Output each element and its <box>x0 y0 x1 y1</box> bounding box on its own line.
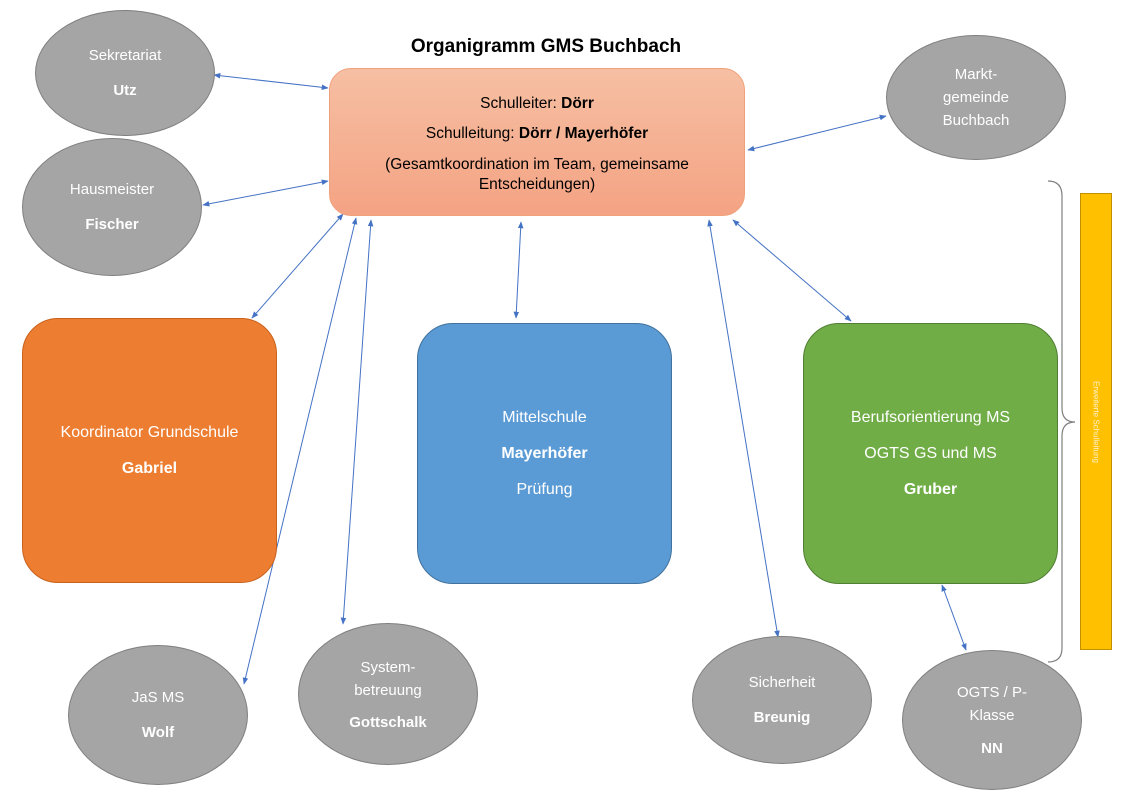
arrow-sekretariat-leader <box>213 72 329 91</box>
mittelschule-name: Mayerhöfer <box>501 444 588 462</box>
jas-role: JaS MS <box>131 688 185 706</box>
schulleiter-line: Schulleiter: Dörr <box>480 94 594 114</box>
sicherheit-name: Breunig <box>753 708 811 726</box>
berufsorientierung-line2: OGTS GS und MS <box>864 444 997 462</box>
ogts-klasse-name: NN <box>981 740 1003 757</box>
schulleitung-box: Schulleiter: Dörr Schulleitung: Dörr / M… <box>329 68 745 216</box>
systembetreuung-line2: betreuung <box>354 681 422 699</box>
marktgemeinde-node: Markt- gemeinde Buchbach <box>886 35 1066 160</box>
berufsorientierung-name: Gruber <box>903 480 958 498</box>
schulleiter-name: Dörr <box>561 95 594 112</box>
leadership-note-line1: (Gesamtkoordination im Team, gemeinsame <box>385 156 689 173</box>
schulleiter-label: Schulleiter: <box>480 95 562 112</box>
grundschule-box: Koordinator Grundschule Gabriel <box>22 318 277 583</box>
hausmeister-name: Fischer <box>85 215 139 233</box>
schulleitung-name: Dörr / Mayerhöfer <box>518 125 649 142</box>
leadership-note-line2: Entscheidungen) <box>478 176 596 193</box>
sicherheit-role: Sicherheit <box>748 673 816 691</box>
arrow-marktgemeinde-leader <box>747 114 887 152</box>
arrow-grundschule-leader <box>251 213 344 319</box>
systembetreuung-line1: System- <box>360 658 416 676</box>
marktgemeinde-line1: Markt- <box>954 66 998 83</box>
extended-leadership-bar: Erweiterte Schulleitung <box>1080 193 1112 650</box>
berufsorientierung-box: Berufsorientierung MS OGTS GS und MS Gru… <box>803 323 1058 584</box>
marktgemeinde-line3: Buchbach <box>942 112 1010 129</box>
systembetreuung-node: System- betreuung Gottschalk <box>298 623 478 765</box>
arrow-systembetreuung-leader <box>340 219 374 625</box>
ogts-klasse-line1: OGTS / P- <box>956 684 1027 701</box>
mittelschule-box: Mittelschule Mayerhöfer Prüfung <box>417 323 672 584</box>
arrow-berufsorientierung-leader <box>732 219 852 322</box>
grundschule-name: Gabriel <box>121 459 178 477</box>
systembetreuung-name: Gottschalk <box>349 713 427 731</box>
marktgemeinde-line2: gemeinde <box>943 89 1009 106</box>
extended-leadership-brace <box>1047 180 1076 663</box>
hausmeister-node: Hausmeister Fischer <box>22 138 202 276</box>
sekretariat-role: Sekretariat <box>88 46 162 64</box>
ogts-klasse-node: OGTS / P- Klasse NN <box>902 650 1082 790</box>
jas-node: JaS MS Wolf <box>68 645 248 785</box>
extended-leadership-label: Erweiterte Schulleitung <box>1091 380 1101 463</box>
arrow-mittelschule-leader <box>513 221 524 319</box>
jas-name: Wolf <box>141 723 175 741</box>
schulleitung-label: Schulleitung: <box>425 125 519 142</box>
arrow-hausmeister-leader <box>202 179 329 207</box>
arrow-ogts-berufsorientierung <box>941 584 967 651</box>
arrow-jas-leader <box>242 217 358 685</box>
grundschule-role: Koordinator Grundschule <box>60 423 239 441</box>
arrow-sicherheit-leader <box>707 219 780 638</box>
sekretariat-node: Sekretariat Utz <box>35 10 215 136</box>
mittelschule-role: Mittelschule <box>502 408 587 426</box>
berufsorientierung-line1: Berufsorientierung MS <box>850 408 1011 426</box>
mittelschule-extra: Prüfung <box>516 480 573 498</box>
ogts-klasse-line2: Klasse <box>969 707 1015 724</box>
hausmeister-role: Hausmeister <box>69 180 155 198</box>
sekretariat-name: Utz <box>113 81 137 99</box>
sicherheit-node: Sicherheit Breunig <box>692 636 872 764</box>
diagram-title: Organigramm GMS Buchbach <box>410 36 682 57</box>
schulleitung-line: Schulleitung: Dörr / Mayerhöfer <box>426 124 648 144</box>
